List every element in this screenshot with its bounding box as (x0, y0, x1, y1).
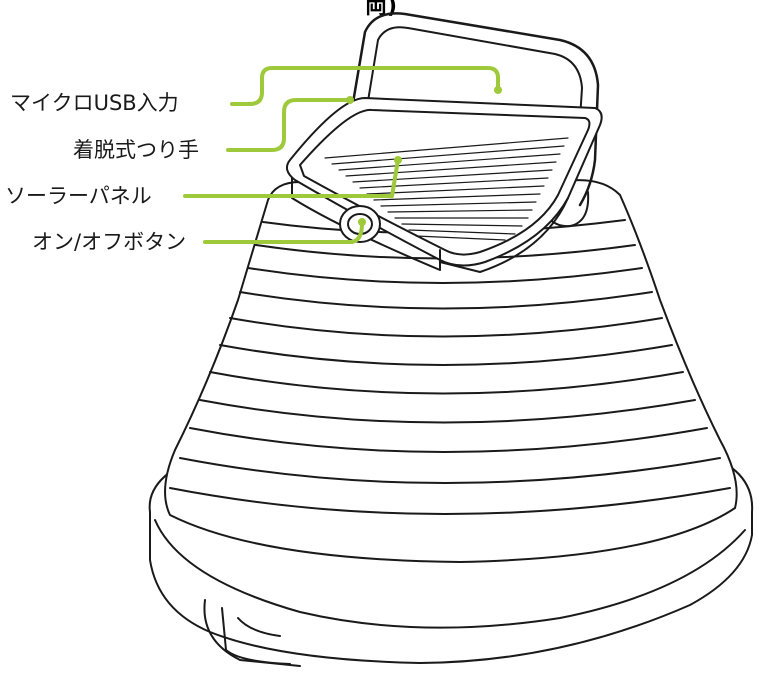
label-detachable-handle: 着脱式つり手 (73, 138, 199, 162)
leader-handle (226, 98, 350, 152)
leader-lines (183, 66, 500, 244)
label-solar-panel: ソーラーパネル (5, 184, 152, 208)
label-micro-usb: マイクロUSB入力 (10, 91, 179, 115)
leader-power (203, 222, 364, 244)
solar-grid (324, 137, 569, 241)
leader-solar (183, 158, 400, 198)
leader-usb (230, 66, 500, 106)
label-power-button: オン/オフボタン (32, 230, 187, 254)
leader-dots (346, 86, 502, 226)
solar-panel-block (285, 97, 603, 273)
